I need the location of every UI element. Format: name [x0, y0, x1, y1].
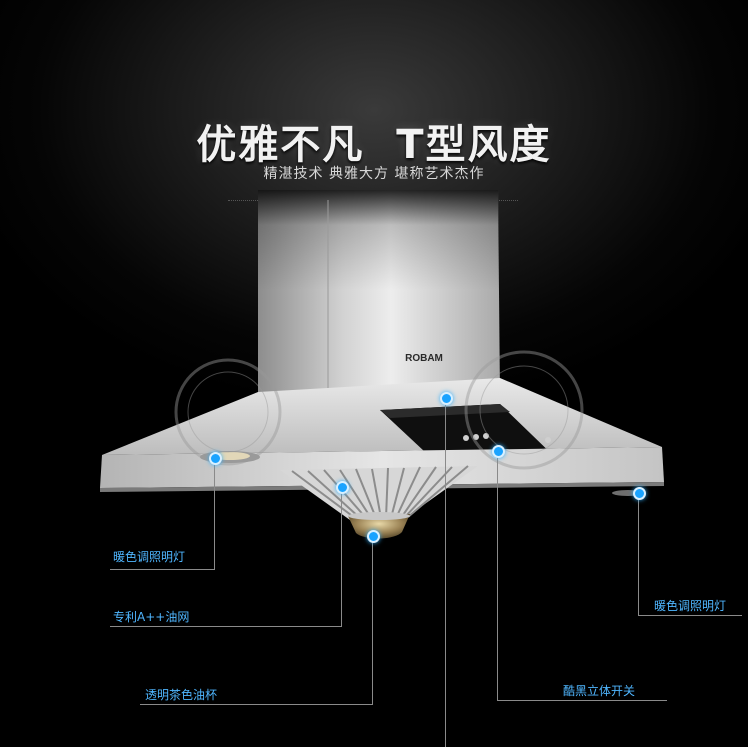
- hotspot-dot-icon[interactable]: [209, 452, 222, 465]
- leader-light-left: [214, 457, 215, 570]
- leader-light-right: [638, 492, 639, 616]
- oil-cup: [348, 514, 410, 539]
- hotspot-dot-icon[interactable]: [633, 487, 646, 500]
- label-light-left: 暖色调照明灯: [113, 550, 186, 564]
- label-oil-cup: 透明茶色油杯: [145, 688, 218, 702]
- brand-logo: ROBAM: [405, 353, 443, 364]
- hotspot-dot-icon[interactable]: [440, 392, 453, 405]
- leader-switch-h: [497, 700, 667, 701]
- label-light-right: 暖色调照明灯: [654, 599, 727, 613]
- watermark: [174, 350, 584, 470]
- hotspot-dot-icon[interactable]: [367, 530, 380, 543]
- leader-oil-cup: [372, 535, 373, 705]
- label-switch: 酷黑立体开关: [563, 684, 636, 698]
- leader-panel: [445, 397, 446, 747]
- hotspot-dot-icon[interactable]: [336, 481, 349, 494]
- leader-light-left-h: [110, 569, 215, 570]
- headline: 优雅不凡 T型风度: [196, 122, 552, 168]
- leader-oil-cup-h: [140, 704, 373, 705]
- leader-filter-h: [110, 626, 342, 627]
- subheadline: 精湛技术 典雅大方 堪称艺术杰作: [263, 166, 485, 182]
- leader-light-right-h: [638, 615, 742, 616]
- leader-switch: [497, 450, 498, 701]
- leader-filter: [341, 486, 342, 627]
- label-filter: 专利A++油网: [113, 610, 190, 624]
- hotspot-dot-icon[interactable]: [492, 445, 505, 458]
